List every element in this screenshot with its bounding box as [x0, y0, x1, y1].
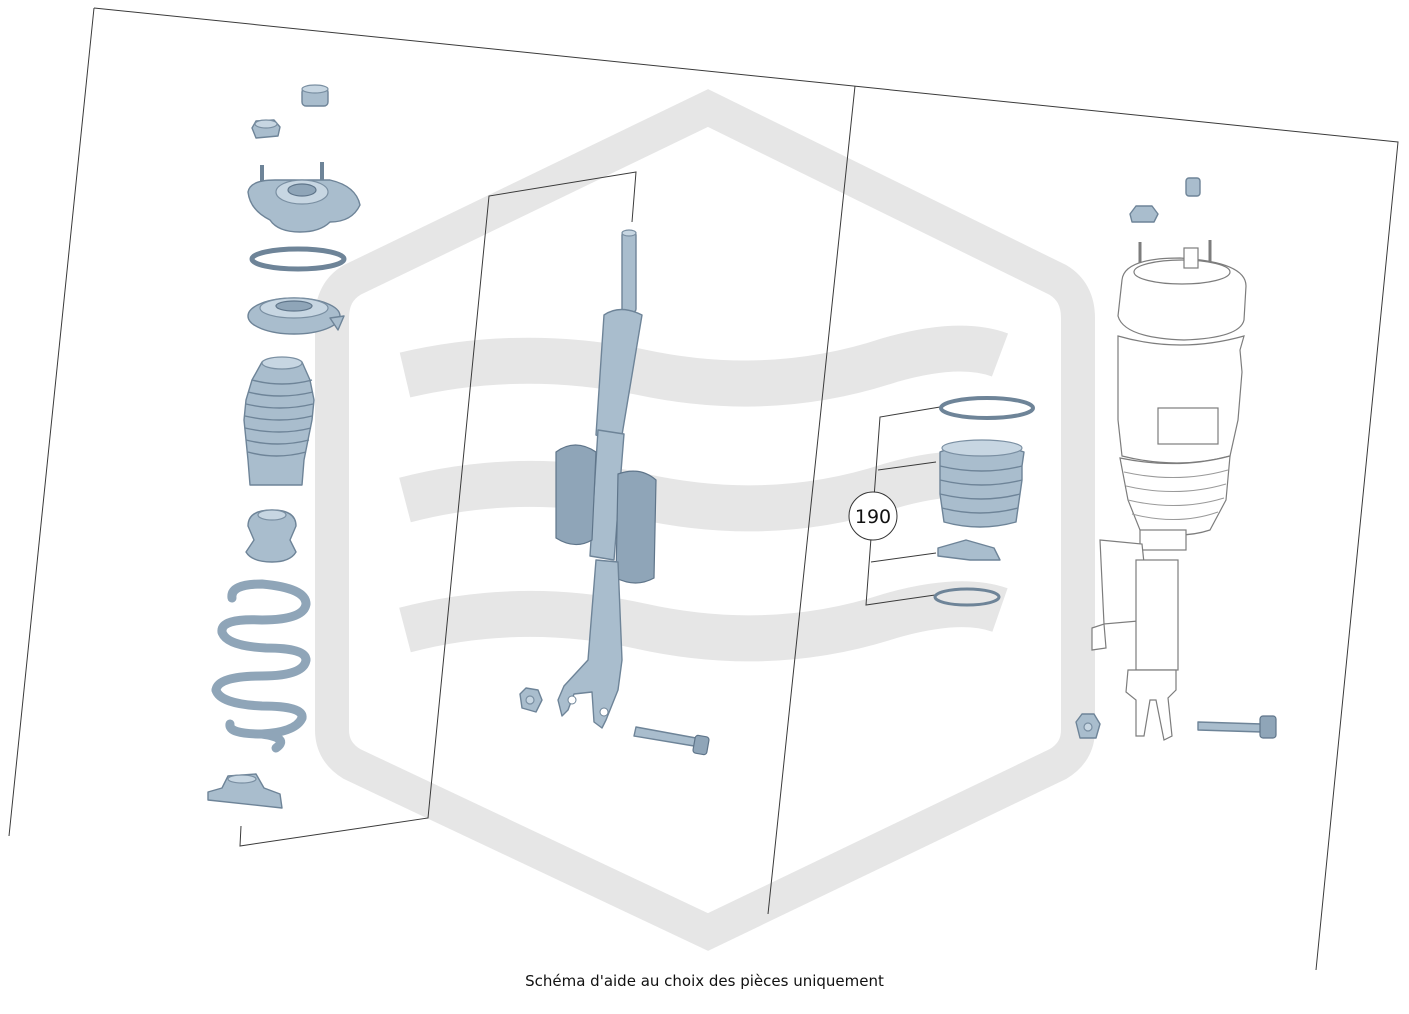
air-strut-nut-small[interactable]: [1185, 177, 1201, 197]
diagram-frame: [8, 7, 1399, 971]
boot-clip[interactable]: [937, 539, 1001, 561]
air-bellows-boot[interactable]: [939, 439, 1025, 528]
callout-190-label: 190: [855, 506, 891, 528]
spring-lower-seat[interactable]: [207, 773, 283, 809]
air-strut-bolt[interactable]: [1197, 715, 1277, 739]
strut-top-mount[interactable]: [247, 162, 361, 233]
mount-washer[interactable]: [249, 246, 347, 272]
strut-bolt[interactable]: [633, 726, 710, 756]
coil-spring[interactable]: [211, 579, 311, 753]
watermark-logo: [315, 89, 1095, 951]
diagram-caption: Schéma d'aide au choix des pièces unique…: [525, 972, 884, 990]
top-nut[interactable]: [251, 119, 281, 139]
air-strut-nut-lower[interactable]: [1075, 713, 1101, 739]
callout-190[interactable]: 190: [848, 491, 898, 541]
shock-absorber[interactable]: [555, 229, 657, 729]
strut-nut[interactable]: [519, 687, 543, 713]
top-nut-small[interactable]: [301, 84, 329, 107]
bump-stop[interactable]: [245, 509, 297, 563]
ring-seal-lower[interactable]: [933, 587, 1001, 607]
air-suspension-strut[interactable]: [1091, 240, 1247, 741]
dust-boot[interactable]: [243, 356, 315, 486]
air-strut-nut[interactable]: [1129, 205, 1159, 223]
ring-seal-upper[interactable]: [939, 396, 1035, 420]
spring-upper-seat[interactable]: [247, 297, 345, 335]
